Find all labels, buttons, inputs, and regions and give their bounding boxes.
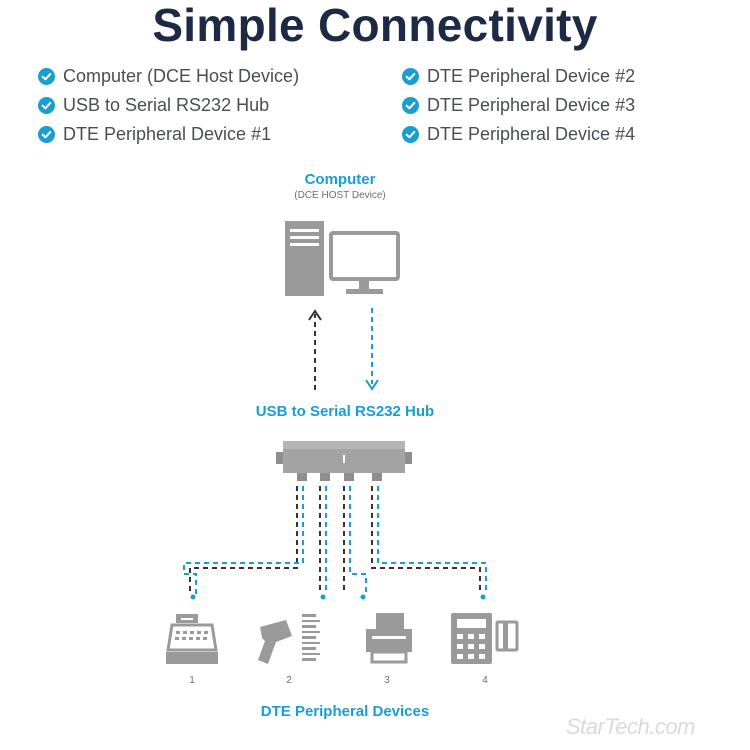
feature-text: DTE Peripheral Device #4 [427,124,636,144]
barcode-scanner-icon [258,614,320,664]
computer-label: Computer [304,171,376,188]
feature-item: DTE Peripheral Device #2 [402,62,635,91]
feature-item: DTE Peripheral Device #1 [38,120,299,149]
feature-item: Computer (DCE Host Device) [38,62,299,91]
feature-text: DTE Peripheral Device #3 [427,95,636,115]
device-number-2: 2 [286,675,292,686]
check-circle-icon [38,126,55,143]
feature-text: DTE Peripheral Device #1 [63,124,272,144]
feature-item: DTE Peripheral Device #4 [402,120,635,149]
dte-devices-label: DTE Peripheral Devices [260,703,430,720]
feature-text: DTE Peripheral Device #2 [427,66,636,86]
device-number-1: 1 [189,675,195,686]
check-circle-icon [38,68,55,85]
computer-sublabel: (DCE HOST Device) [294,190,386,201]
hub-label: USB to Serial RS232 Hub [255,403,435,420]
page-title: Simple Connectivity [152,0,598,51]
printer-icon [366,613,412,664]
link-endpoint-dots [190,594,486,600]
computer-icon [285,221,400,296]
check-circle-icon [402,97,419,114]
feature-text: Computer (DCE Host Device) [63,66,300,86]
check-circle-icon [38,97,55,114]
feature-item: USB to Serial RS232 Hub [38,91,299,120]
feature-list-left: Computer (DCE Host Device) USB to Serial… [38,62,299,149]
device-number-3: 3 [384,675,390,686]
hub-device-links [183,486,487,594]
feature-text: USB to Serial RS232 Hub [63,95,270,115]
check-circle-icon [402,126,419,143]
hub-device-icon [276,441,412,481]
feature-list-right: DTE Peripheral Device #2 DTE Peripheral … [402,62,635,149]
device-number-4: 4 [482,675,488,686]
feature-item: DTE Peripheral Device #3 [402,91,635,120]
computer-hub-links [308,308,379,391]
check-circle-icon [402,68,419,85]
startech-watermark: StarTech.com [566,714,695,739]
card-terminal-icon [451,613,519,664]
cash-register-icon [166,614,218,664]
